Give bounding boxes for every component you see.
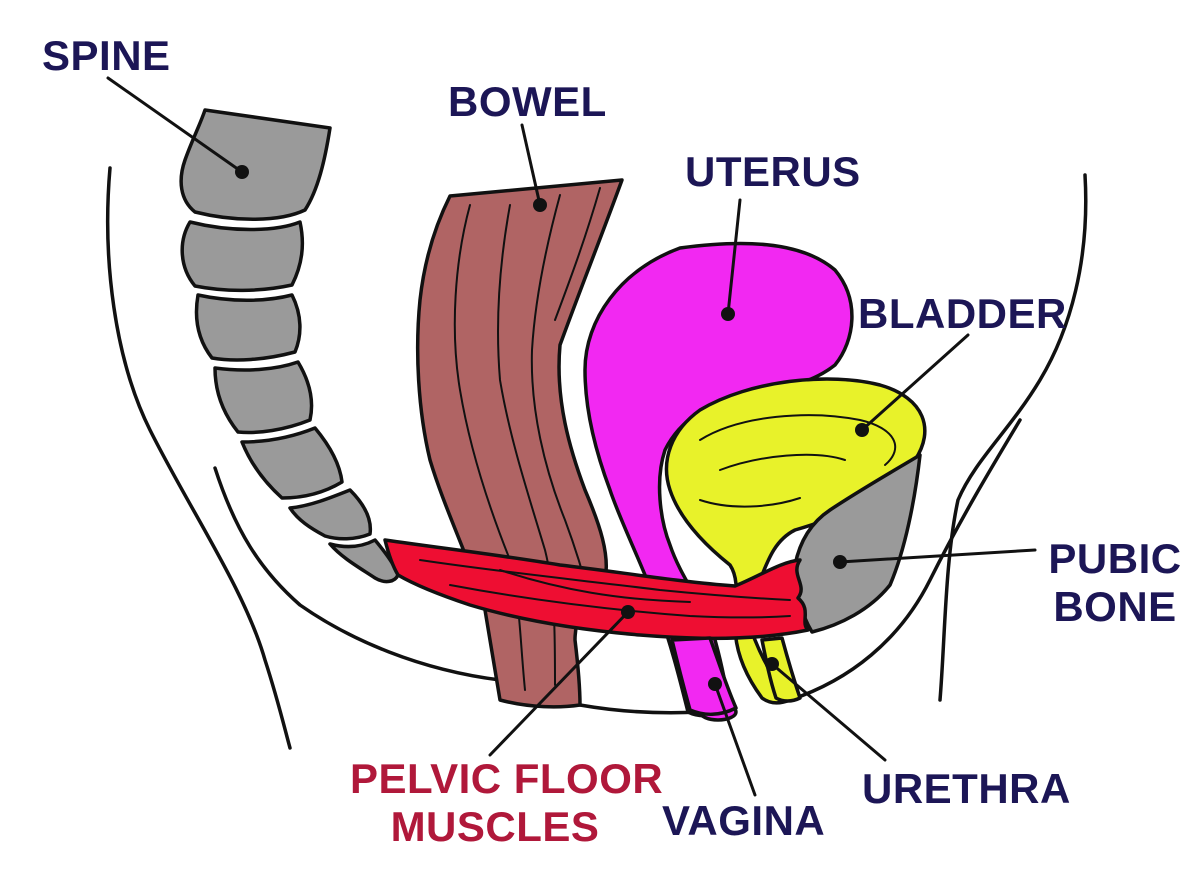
spine-vertebra-5 xyxy=(240,426,344,500)
pubic-bone-label: PUBIC BONE xyxy=(1040,535,1190,631)
bowel-leader xyxy=(520,123,542,207)
body-outline-left xyxy=(105,166,292,750)
spine-vertebra-4 xyxy=(213,360,314,435)
bladder-fold-1 xyxy=(699,414,897,466)
spine-leader xyxy=(106,76,244,174)
spine-vertebra-1 xyxy=(179,108,332,222)
urethra-dot xyxy=(765,657,779,671)
spine-vertebra-6 xyxy=(288,488,373,541)
bladder-leader xyxy=(860,333,970,432)
spine-shape xyxy=(179,108,400,584)
leader-lines xyxy=(106,76,1037,797)
pubic-bone-leader xyxy=(838,548,1037,564)
pelvic-floor-label-line-2: MUSCLES xyxy=(390,803,600,850)
pelvic-floor-fiber-2 xyxy=(449,584,791,619)
bowel-label: BOWEL xyxy=(448,78,607,125)
body-outline-right-inner xyxy=(788,418,1022,702)
urethra-tube xyxy=(760,636,802,703)
pubic-bone-label-line-1: PUBIC xyxy=(1048,535,1182,582)
bowel-fold-3 xyxy=(530,194,591,601)
bladder-label: BLADDER xyxy=(858,290,1067,337)
vagina-label: VAGINA xyxy=(662,797,826,844)
pelvic-floor-shape xyxy=(383,538,810,641)
bladder-fold-2 xyxy=(719,453,846,471)
spine-label: SPINE xyxy=(42,32,171,79)
bladder-body xyxy=(664,377,927,705)
body-outline-left-inner xyxy=(213,466,502,682)
pelvic-floor-dot xyxy=(621,605,635,619)
vagina-dot xyxy=(708,677,722,691)
urethra-leader xyxy=(770,662,887,762)
pelvic-floor-fiber-3 xyxy=(499,569,691,603)
pubic-bone-dot xyxy=(833,555,847,569)
pelvic-floor-body xyxy=(383,538,810,641)
pelvic-floor-leader xyxy=(488,610,630,757)
uterus-leader xyxy=(726,198,742,316)
vagina-leader xyxy=(713,682,757,797)
vagina-canal xyxy=(670,636,738,716)
pelvic-floor-fiber-1 xyxy=(419,559,791,601)
bladder-fold-3 xyxy=(699,497,801,508)
spine-vertebra-3 xyxy=(194,293,302,362)
spine-dot xyxy=(235,165,249,179)
pelvic-floor-label: PELVIC FLOOR MUSCLES xyxy=(350,755,664,851)
bowel-dot xyxy=(533,198,547,212)
body-outline xyxy=(105,166,1088,750)
bladder-dot xyxy=(855,423,869,437)
bowel-fold-4 xyxy=(554,187,601,321)
bladder-shape xyxy=(664,377,927,705)
spine-vertebra-2 xyxy=(180,220,305,293)
pubic-bone-label-line-2: BONE xyxy=(1053,583,1177,630)
body-outline-right xyxy=(938,173,1088,702)
urethra-label: URETHRA xyxy=(862,765,1071,812)
uterus-dot xyxy=(721,307,735,321)
perineum-outline xyxy=(578,703,702,715)
uterus-label: UTERUS xyxy=(685,148,861,195)
pelvic-floor-label-line-1: PELVIC FLOOR xyxy=(350,755,664,802)
